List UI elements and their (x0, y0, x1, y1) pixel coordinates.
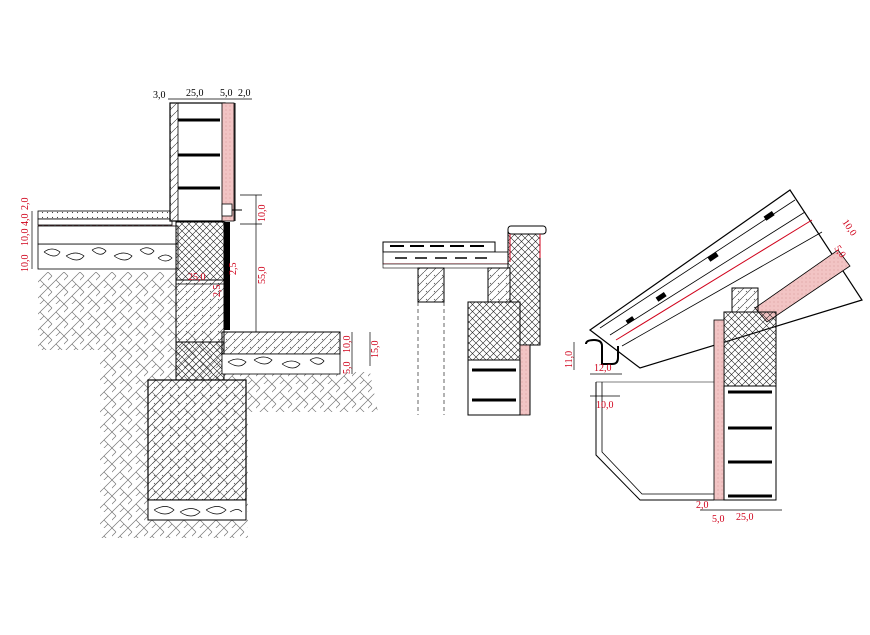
dim-wall-2: 55,0 (257, 267, 268, 285)
dim-top-1: 3,0 (153, 90, 166, 101)
dim-step-1: 10,0 (342, 336, 353, 354)
foundation-detail: 3,0 25,0 5,0 2,0 2,0 4,0 10,0 10,0 10,0 … (20, 88, 381, 538)
dim-wall-5: 2,5 (212, 285, 223, 298)
dim-left-2: 4,0 (20, 214, 31, 227)
dim-step-3: 5,0 (342, 362, 353, 375)
dim-step-2: 15,0 (370, 341, 381, 359)
ring-beam (723, 311, 777, 387)
dim-bottom-1: 2,0 (696, 500, 709, 511)
dim-top-4: 2,0 (238, 88, 251, 99)
gravel-layer (37, 243, 179, 270)
step-slab (221, 331, 341, 355)
roof-wall (723, 385, 777, 501)
dim-gutter-3: 10,0 (596, 400, 614, 411)
dim-roof-1: 10,0 (840, 218, 859, 239)
dim-wall-4: 2,5 (228, 263, 239, 276)
dim-top-3: 5,0 (220, 88, 233, 99)
footing (147, 379, 247, 501)
roof-rafter (588, 189, 863, 369)
dim-bottom-3: 25,0 (736, 512, 754, 523)
gutter (585, 338, 619, 365)
dim-gutter-1: 11,0 (564, 351, 575, 368)
dim-wall-3: 25,0 (188, 272, 206, 283)
dim-left-4: 10,0 (20, 255, 31, 273)
foundation-wall (175, 279, 225, 343)
dim-bottom-2: 5,0 (712, 514, 725, 525)
wall-insulation (221, 102, 235, 222)
dim-left-3: 10,0 (20, 229, 31, 247)
roof-detail: 10,0 5,0 11,0 12,0 10,0 2,0 5,0 25,0 (564, 189, 863, 525)
eave-detail (382, 225, 547, 416)
support-post (417, 267, 445, 303)
dim-top-2: 25,0 (186, 88, 204, 99)
dim-left-1: 2,0 (20, 198, 31, 211)
floor-screed (37, 210, 173, 220)
dim-gutter-2: 12,0 (594, 363, 612, 374)
dim-wall-1: 10,0 (257, 205, 268, 223)
